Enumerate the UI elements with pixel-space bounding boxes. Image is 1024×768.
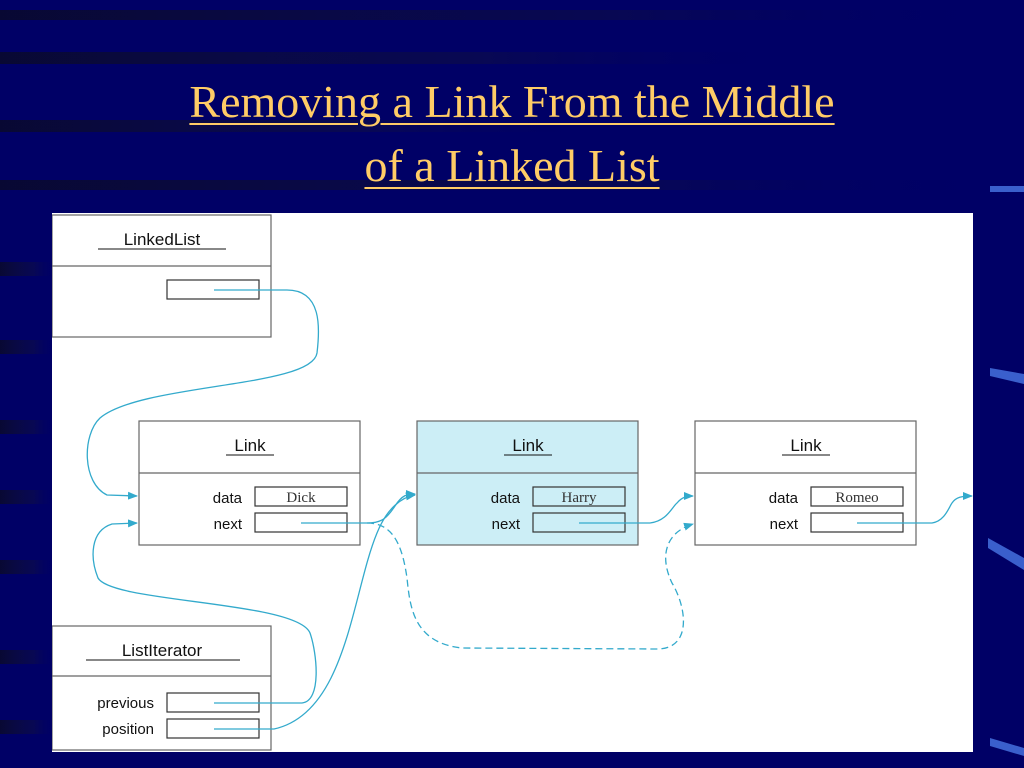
data-field	[532, 486, 626, 507]
data-field	[254, 486, 348, 507]
data-label: data	[213, 490, 243, 507]
data-value: Harry	[562, 490, 597, 506]
listiterator-box: ListIterator previous position	[52, 625, 272, 751]
data-label: data	[769, 490, 799, 507]
link-label: Link	[790, 436, 822, 455]
arrow-romeo-next-onward	[857, 492, 973, 524]
link-label: Link	[512, 436, 544, 455]
arrow-first-to-dick	[86, 289, 320, 500]
link-node-dick: Link data Dick next	[138, 420, 361, 546]
stripe-group	[0, 10, 1024, 734]
link-label: Link	[234, 436, 266, 455]
next-label: next	[492, 516, 521, 533]
linked-list-diagram: LinkedList Link data Dick next Link data…	[52, 214, 973, 751]
linkedlist-box: LinkedList	[52, 214, 272, 338]
slide-title: Removing a Link From the Middle of a Lin…	[0, 70, 1024, 198]
listiterator-label: ListIterator	[122, 641, 203, 660]
link-node-romeo: Link data Romeo next	[694, 420, 917, 546]
next-label: next	[770, 516, 799, 533]
data-field	[810, 486, 904, 507]
position-label: position	[102, 721, 154, 738]
link-node-harry: Link data Harry next	[416, 420, 639, 546]
title-line-1: Removing a Link From the Middle	[189, 76, 835, 127]
next-label: next	[214, 516, 243, 533]
arrow-previous-to-dick	[92, 519, 317, 704]
previous-label: previous	[97, 695, 154, 712]
right-edge-marks	[988, 186, 1024, 756]
linkedlist-label: LinkedList	[124, 230, 201, 249]
diagram-panel: LinkedList Link data Dick next Link data…	[52, 213, 973, 752]
data-value: Dick	[286, 490, 316, 506]
data-value: Romeo	[835, 490, 878, 506]
arrow-position-to-harry	[214, 492, 416, 730]
data-label: data	[491, 490, 521, 507]
pointer-arrows	[86, 289, 973, 730]
arrow-harry-next-to-romeo	[579, 492, 694, 524]
title-line-2: of a Linked List	[364, 140, 660, 191]
